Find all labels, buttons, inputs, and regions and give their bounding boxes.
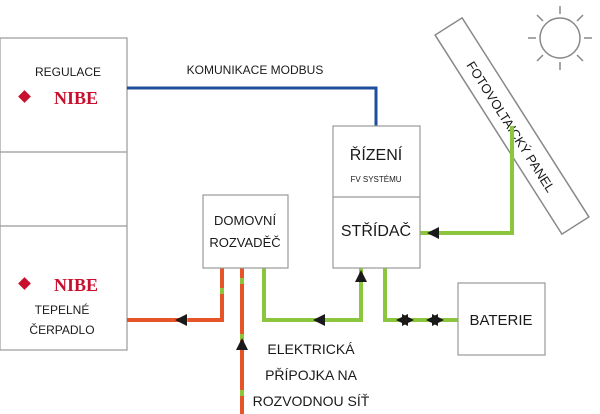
- pv-controller: ŘÍZENÍ FV SYSTÉMU STŘÍDAČ: [332, 125, 421, 269]
- grid-connection-line3: ROZVODNOU SÍŤ: [253, 393, 370, 409]
- heat-pump-unit: REGULACE NIBE NIBE TEPELNÉ ČERPADLO: [0, 37, 128, 351]
- control-label: REGULACE: [35, 65, 101, 79]
- arrow-up-icon: [236, 338, 248, 350]
- pv-controller-title: ŘÍZENÍ: [350, 145, 403, 164]
- brand-bottom: NIBE: [54, 275, 98, 295]
- arrow-right-icon: [432, 314, 444, 326]
- nibe-logo-icon: NIBE: [18, 275, 98, 295]
- modbus-line: [127, 86, 378, 126]
- arrow-up-icon: [355, 270, 367, 282]
- ac-lines: [127, 268, 244, 414]
- pv-controller-subtitle: FV SYSTÉMU: [350, 175, 401, 184]
- flow-arrows: [175, 227, 444, 350]
- grid-connection-line2: PŘÍPOJKA NA: [265, 367, 357, 383]
- arrow-left-icon: [427, 227, 439, 239]
- battery-label: BATERIE: [469, 312, 532, 329]
- battery: BATERIE: [457, 282, 546, 356]
- sun-icon: [528, 6, 592, 70]
- arrow-left-icon: [175, 314, 187, 326]
- grid-connection-label: ELEKTRICKÁ PŘÍPOJKA NA ROZVODNOU SÍŤ: [253, 341, 370, 409]
- distribution-board-line2: ROZVADĚČ: [209, 235, 280, 250]
- grid-connection-line1: ELEKTRICKÁ: [267, 341, 355, 357]
- heat-pump-label-line2: ČERPADLO: [29, 322, 94, 337]
- heat-pump-label-line1: TEPELNÉ: [35, 302, 90, 317]
- modbus-label: KOMUNIKACE MODBUS: [187, 63, 324, 77]
- arrow-right-icon: [402, 314, 414, 326]
- inverter-label: STŘÍDAČ: [341, 221, 411, 240]
- distribution-board: DOMOVNÍ ROZVADĚČ: [202, 194, 289, 269]
- arrow-left-icon: [313, 314, 325, 326]
- distribution-board-line1: DOMOVNÍ: [214, 213, 277, 228]
- brand-top: NIBE: [54, 88, 98, 108]
